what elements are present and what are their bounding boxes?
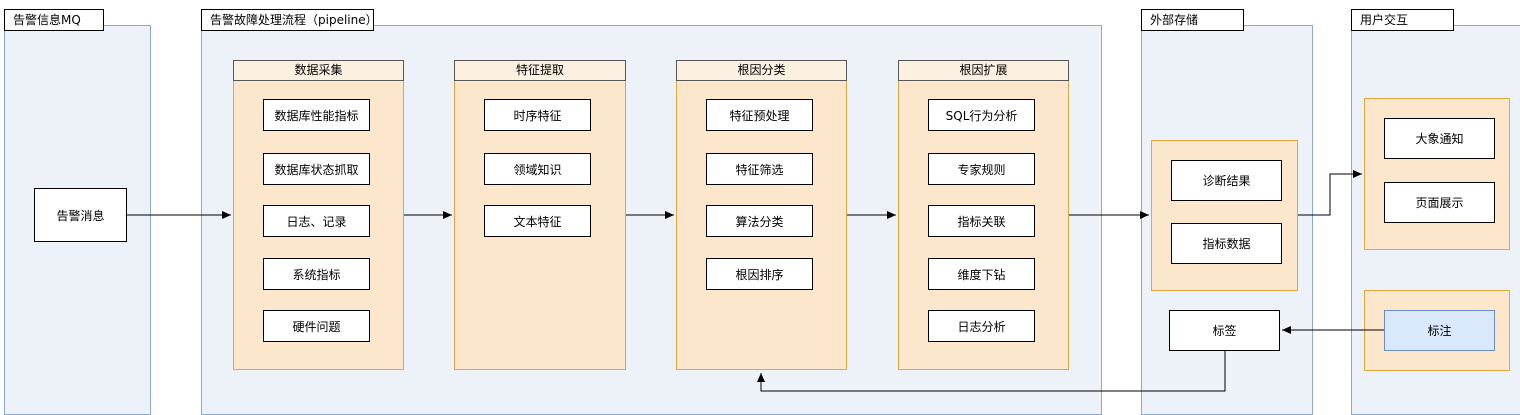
stage-classify-title: 根因分类	[676, 60, 847, 81]
classify-item[interactable]: 根因排序	[706, 258, 813, 290]
annotate-node[interactable]: 标注	[1384, 310, 1495, 351]
stage-collect-title: 数据采集	[233, 60, 404, 81]
lane-external-storage-title: 外部存储	[1141, 9, 1244, 31]
expand-item[interactable]: 日志分析	[928, 310, 1035, 342]
feature-item[interactable]: 领域知识	[484, 153, 591, 185]
lane-alert-mq-title: 告警信息MQ	[4, 9, 104, 31]
diagnosis-result-node[interactable]: 诊断结果	[1171, 160, 1282, 201]
collect-item[interactable]: 数据库性能指标	[263, 99, 370, 131]
lane-pipeline-title: 告警故障处理流程（pipeline）	[201, 9, 378, 31]
lane-user-interaction-title: 用户交互	[1351, 9, 1454, 31]
classify-item[interactable]: 算法分类	[706, 205, 813, 237]
metrics-data-node[interactable]: 指标数据	[1171, 223, 1282, 264]
classify-item[interactable]: 特征筛选	[706, 153, 813, 185]
expand-item[interactable]: 专家规则	[928, 153, 1035, 185]
tag-node[interactable]: 标签	[1169, 310, 1280, 351]
collect-item[interactable]: 系统指标	[263, 258, 370, 290]
collect-item[interactable]: 硬件问题	[263, 310, 370, 342]
expand-item[interactable]: 维度下钻	[928, 258, 1035, 290]
stage-feature-title: 特征提取	[454, 60, 626, 81]
expand-item[interactable]: 指标关联	[928, 205, 1035, 237]
collect-item[interactable]: 日志、记录	[263, 205, 370, 237]
feature-item[interactable]: 时序特征	[484, 99, 591, 131]
feature-item[interactable]: 文本特征	[484, 205, 591, 237]
alert-message-node[interactable]: 告警消息	[34, 188, 127, 242]
collect-item[interactable]: 数据库状态抓取	[263, 153, 370, 185]
page-display-node[interactable]: 页面展示	[1384, 182, 1495, 223]
classify-item[interactable]: 特征预处理	[706, 99, 813, 131]
stage-expand-title: 根因扩展	[898, 60, 1069, 81]
expand-item[interactable]: SQL行为分析	[928, 99, 1035, 131]
notify-node[interactable]: 大象通知	[1384, 118, 1495, 159]
